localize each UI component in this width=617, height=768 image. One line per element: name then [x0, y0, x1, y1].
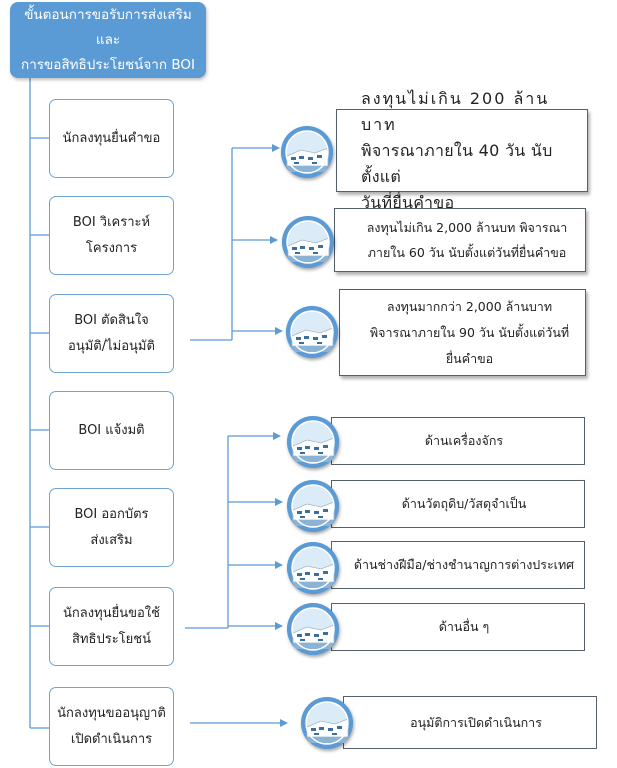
building-photo-icon: [287, 480, 339, 532]
benefit-label: ด้านอื่น ๆ: [438, 619, 490, 634]
building-photo-icon: [282, 216, 334, 268]
benefit-label: ด้านวัตถุดิบ/วัสดุจำเป็น: [401, 496, 527, 511]
timeline-line-3: ยื่นคำขอ: [445, 350, 494, 366]
step-investor-submit: นักลงทุนยื่นคำขอ: [49, 99, 174, 178]
building-photo-icon: [286, 306, 338, 358]
building-photo-icon: [287, 603, 339, 655]
step-request-benefits: นักลงทุนยื่นขอใช้ สิทธิประโยชน์: [49, 587, 174, 666]
step-boi-decide: BOI ตัดสินใจ อนุมัติ/ไม่อนุมัติ: [49, 294, 174, 373]
diagram-title: ขั้นตอนการขอรับการส่งเสริมและ การขอสิทธิ…: [10, 2, 206, 78]
building-photo-icon: [301, 697, 353, 749]
step-label-line-1: นักลงทุนขออนุญาติ: [57, 705, 166, 721]
step-label-line-1: BOI แจ้งมติ: [78, 422, 145, 438]
timeline-box-90-days: ลงทุนมากกว่า 2,000 ล้านบาท พิจารณาภายใน …: [339, 289, 586, 376]
timeline-box-60-days: ลงทุนไม่เกิน 2,000 ล้านบท พิจารณา ภายใน …: [334, 208, 586, 272]
timeline-line-3: วันที่ยื่นคำขอ: [361, 192, 455, 212]
benefit-foreign-experts: ด้านช่างฝีมือ/ช่างชำนาญการต่างประเทศ: [331, 541, 585, 589]
timeline-line-1: ลงทุนไม่เกิน 200 ล้านบาท: [361, 88, 550, 134]
benefit-other: ด้านอื่น ๆ: [331, 603, 585, 651]
title-line-1: ขั้นตอนการขอรับการส่งเสริมและ: [24, 6, 192, 48]
timeline-line-1: ลงทุนมากกว่า 2,000 ล้านบาท: [386, 298, 553, 314]
step-label-line-1: BOI ตัดสินใจ: [74, 312, 149, 328]
building-photo-icon: [287, 416, 339, 468]
title-line-2: การขอสิทธิประโยชน์จาก BOI: [21, 56, 195, 73]
step-label-line-1: นักลงทุนยื่นคำขอ: [62, 130, 161, 146]
benefit-machinery: ด้านเครื่องจักร: [331, 417, 585, 465]
step-boi-analyze: BOI วิเคราะห์ โครงการ: [49, 196, 174, 275]
building-photo-icon: [281, 126, 333, 178]
timeline-line-2: ภายใน 60 วัน นับตั้งแต่วันที่ยื่นคำขอ: [367, 245, 567, 260]
step-label-line-1: BOI ออกบัตร: [74, 506, 149, 522]
timeline-line-2: พิจารณาภายใน 40 วัน นับตั้งแต่: [361, 140, 553, 186]
step-label-line-2: โครงการ: [85, 240, 138, 256]
benefit-label: ด้านเครื่องจักร: [424, 433, 504, 448]
step-label-line-2: ส่งเสริม: [90, 532, 133, 548]
operation-label: อนุมัติการเปิดดำเนินการ: [410, 714, 542, 730]
step-boi-certificate: BOI ออกบัตร ส่งเสริม: [49, 488, 174, 567]
step-label-line-2: เปิดดำเนินการ: [70, 731, 153, 747]
timeline-line-2: พิจารณาภายใน 90 วัน นับตั้งแต่วันที่: [369, 324, 570, 340]
step-label-line-1: นักลงทุนยื่นขอใช้: [63, 605, 160, 621]
operation-approval-box: อนุมัติการเปิดดำเนินการ: [343, 696, 597, 749]
step-label-line-2: อนุมัติ/ไม่อนุมัติ: [68, 338, 155, 354]
benefit-label: ด้านช่างฝีมือ/ช่างชำนาญการต่างประเทศ: [353, 557, 575, 572]
step-boi-notify: BOI แจ้งมติ: [49, 391, 174, 470]
timeline-box-40-days: ลงทุนไม่เกิน 200 ล้านบาท พิจารณาภายใน 40…: [336, 89, 588, 212]
benefit-raw-materials: ด้านวัตถุดิบ/วัสดุจำเป็น: [331, 480, 585, 528]
step-request-operation: นักลงทุนขออนุญาติ เปิดดำเนินการ: [49, 687, 174, 766]
timeline-line-1: ลงทุนไม่เกิน 2,000 ล้านบท พิจารณา: [366, 220, 568, 235]
step-label-line-1: BOI วิเคราะห์: [72, 214, 151, 230]
building-photo-icon: [287, 542, 339, 594]
step-label-line-2: สิทธิประโยชน์: [72, 631, 151, 647]
